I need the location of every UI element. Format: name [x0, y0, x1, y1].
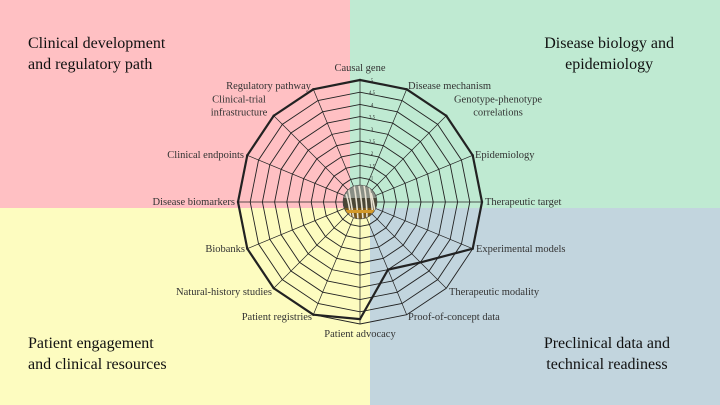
- radar-data-point: [358, 317, 362, 321]
- radar-axis-label: Patient advocacy: [324, 329, 396, 340]
- radar-data-point: [471, 247, 474, 250]
- radar-spoke: [247, 154, 361, 203]
- radar-spoke: [312, 201, 361, 315]
- radar-axis-label: Epidemiology: [475, 150, 535, 161]
- radar-axis-label: Disease mechanism: [408, 81, 491, 92]
- quadrant-title-line: Preclinical data and: [543, 335, 670, 352]
- radar-axis-label: Patient registries: [242, 312, 312, 323]
- radar-axis-label: Causal gene: [334, 63, 385, 74]
- quadrant-title-line: Patient engagement: [28, 335, 154, 352]
- radar-axis-label: Biobanks: [205, 244, 245, 255]
- tree-trunk: [358, 185, 364, 219]
- radar-spoke: [312, 89, 361, 203]
- quadrant-title-line: and regulatory path: [28, 56, 153, 73]
- radar-spoke: [359, 201, 473, 250]
- quadrant-title-line: epidemiology: [565, 56, 654, 73]
- radar-axis-label: Therapeutic target: [485, 197, 562, 208]
- photo-frame: [342, 184, 378, 220]
- tree-trunk: [353, 185, 359, 219]
- radar-axis-label: Experimental models: [476, 244, 566, 255]
- radar-axis-label: infrastructure: [211, 108, 268, 119]
- radar-data-point: [419, 261, 422, 264]
- radar-spoke: [273, 201, 361, 289]
- radar-spoke: [359, 89, 408, 203]
- radar-data-point: [358, 78, 362, 82]
- radar-axis-label: correlations: [473, 108, 523, 119]
- quadrant-title-disease-biology: Disease biology and epidemiology: [544, 33, 674, 75]
- radar-scale-tick-label: 3.5: [369, 116, 376, 121]
- radar-data-point: [272, 114, 275, 117]
- quadrant-title-line: and clinical resources: [28, 356, 167, 373]
- radar-spoke: [359, 201, 408, 315]
- radar-data-point: [312, 313, 315, 316]
- radar-axis-label: Natural-history studies: [176, 287, 272, 298]
- radar-scale-tick-label: 3: [371, 128, 374, 133]
- radar-axis-label: Therapeutic modality: [449, 287, 540, 298]
- radar-scale-tick-label: 1.5: [369, 164, 376, 169]
- radar-scale-tick-label: 2.5: [369, 140, 376, 145]
- tree-trunk: [363, 185, 368, 219]
- radar-axis-label: Clinical endpoints: [167, 150, 244, 161]
- quadrant-title-preclinical-data: Preclinical data and technical readiness: [544, 333, 670, 375]
- radar-scale-tick-label: 1: [371, 177, 374, 182]
- photo-ground: [343, 208, 377, 219]
- radar-data-point: [445, 114, 448, 117]
- radar-data-point: [405, 88, 408, 91]
- radar-spoke: [273, 115, 361, 203]
- radar-data-point: [312, 88, 315, 91]
- radar-spoke: [359, 154, 473, 203]
- photo-leaves: [346, 210, 374, 213]
- quadrant-title-line: technical readiness: [546, 356, 668, 373]
- radar-scale-tick-label: 2: [371, 152, 374, 157]
- quadrant-title-line: Clinical development: [28, 35, 166, 52]
- quadrant-title-line: Disease biology and: [544, 35, 674, 52]
- radar-data-point: [246, 247, 249, 250]
- radar-data-point: [480, 200, 484, 204]
- quadrant-disease-biology: [350, 0, 720, 208]
- quadrant-preclinical-data: [370, 208, 720, 405]
- radar-axis-label: Regulatory pathway: [226, 81, 312, 92]
- radar-spoke: [359, 115, 447, 203]
- radar-spoke: [247, 201, 361, 250]
- radar-axis-label: Genotype-phenotype: [454, 95, 542, 106]
- radar-data-point: [272, 287, 275, 290]
- radar-scale-tick-label: 5: [371, 79, 374, 84]
- radar-scale-tick-label: 4: [371, 103, 374, 108]
- quadrant-title-patient-engagement: Patient engagement and clinical resource…: [28, 333, 167, 375]
- radar-spoke: [359, 201, 447, 289]
- quadrant-patient-engagement: [0, 208, 370, 405]
- quadrant-title-clinical-development: Clinical development and regulatory path: [28, 33, 165, 75]
- radar-data-point: [386, 268, 390, 271]
- radar-axis-label: Clinical-trial: [212, 95, 266, 106]
- radar-axis-label: Proof-of-concept data: [408, 312, 500, 323]
- radar-data-point: [236, 200, 240, 204]
- radar-data-point: [471, 154, 474, 157]
- radar-data-point: [246, 154, 249, 157]
- radar-scale-tick-label: 4.5: [369, 91, 376, 96]
- radar-axis-label: Disease biomarkers: [152, 197, 235, 208]
